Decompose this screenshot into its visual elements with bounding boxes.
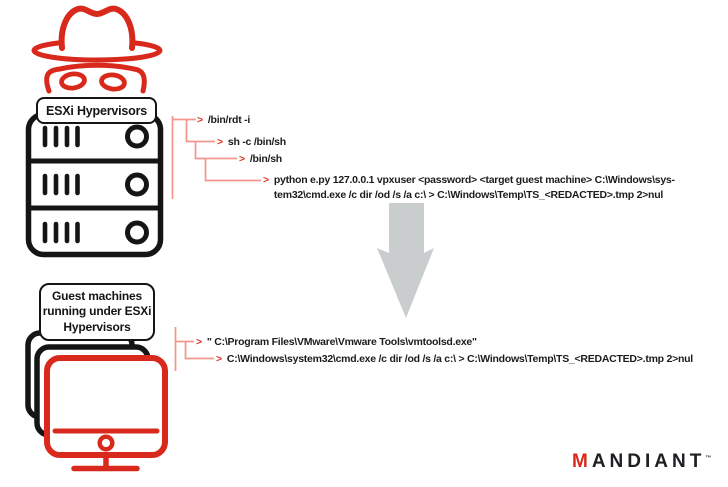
prompt-icon: > [197,114,203,126]
prompt-icon: > [196,336,202,348]
esxi-server-icon [25,111,164,258]
prompt-icon: > [217,136,223,148]
mandiant-logo-m: M [572,451,592,472]
command-text: python e.py 127.0.0.1 vpxuser <password>… [274,173,675,202]
command-line: > C:\Windows\system32\cmd.exe /c dir /od… [216,352,693,366]
command-line: > " C:\Program Files\VMware\Vmware Tools… [196,335,477,349]
esxi-label-text: ESXi Hypervisors [45,103,148,118]
command-text-line1: python e.py 127.0.0.1 vpxuser <password>… [273,174,675,186]
prompt-icon: > [216,353,222,365]
command-line: > python e.py 127.0.0.1 vpxuser <passwor… [263,173,675,202]
guest-label-line3: Hypervisors [63,319,131,334]
guest-command-tree [174,327,214,371]
flow-arrow-icon [377,203,434,318]
hacker-icon [31,5,163,94]
mandiant-logo-rest: ANDIANT [591,451,706,472]
command-text: /bin/sh [249,153,282,165]
guest-machines-icon [25,330,168,472]
mandiant-logo: MANDIANT™ [572,451,711,473]
prompt-icon: > [263,174,269,186]
prompt-icon: > [239,153,245,165]
esxi-label: ESXi Hypervisors [36,97,157,124]
command-line: > /bin/rdt -i [197,113,250,127]
trademark-mark: ™ [705,455,712,462]
guest-label: Guest machines running under ESXi Hyperv… [39,283,155,341]
command-line: > /bin/sh [239,152,282,166]
command-line: > sh -c /bin/sh [217,135,286,149]
command-text: sh -c /bin/sh [227,136,286,148]
command-text: " C:\Program Files\VMware\Vmware Tools\v… [206,336,477,348]
command-text: C:\Windows\system32\cmd.exe /c dir /od /… [226,353,693,365]
guest-label-line1: Guest machines [52,288,142,303]
guest-label-line2: running under ESXi [42,304,152,319]
command-text: /bin/rdt -i [207,114,251,126]
command-text-line2: tem32\cmd.exe /c dir /od /s /a c:\ > C:\… [273,188,664,201]
